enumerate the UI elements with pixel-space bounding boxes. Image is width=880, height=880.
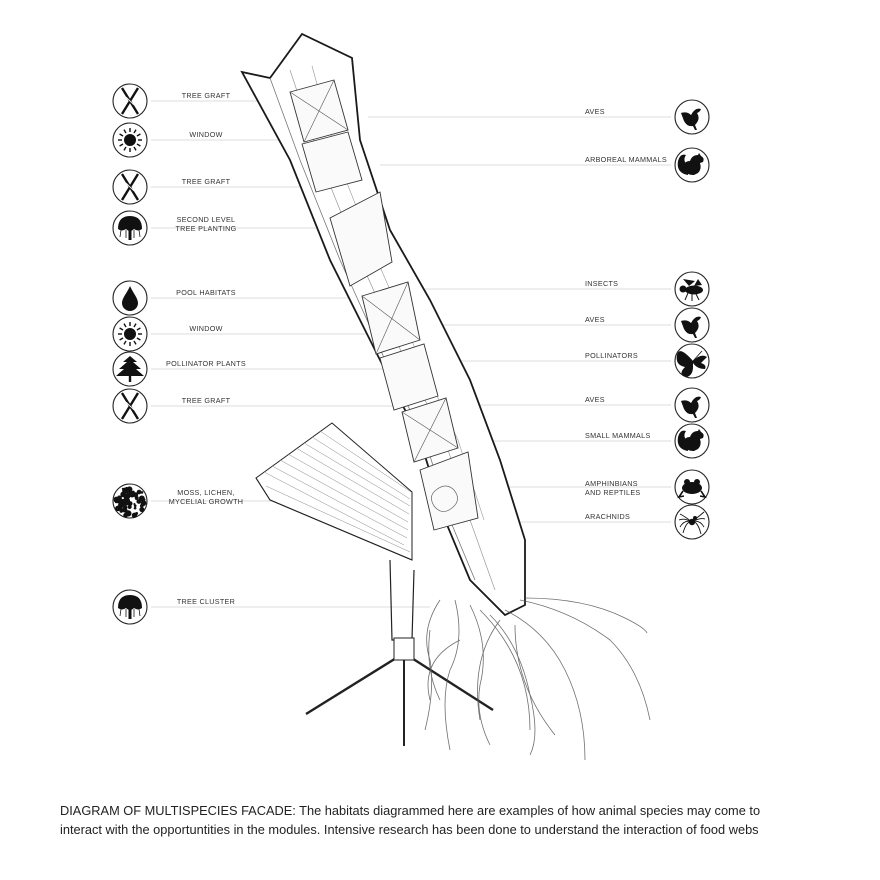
label-text-line2: AND REPTILES [585, 488, 641, 497]
right-label-3: AVES [585, 315, 605, 324]
root-system [425, 598, 650, 760]
left-label-3: SECOND LEVELTREE PLANTING [156, 215, 256, 233]
left-label-4: POOL HABITATS [156, 288, 256, 297]
label-text: ARBOREAL MAMMALS [585, 155, 667, 164]
label-text: ARACHNIDS [585, 512, 630, 521]
support-tripod [306, 560, 493, 746]
left-label-7: TREE GRAFT [156, 396, 256, 405]
label-text: WINDOW [189, 130, 222, 139]
left-label-5: WINDOW [156, 324, 256, 333]
right-label-1: ARBOREAL MAMMALS [585, 155, 667, 164]
right-label-5: AVES [585, 395, 605, 404]
right-label-7: AMPHINBIANSAND REPTILES [585, 479, 641, 497]
left-label-8: MOSS, LICHEN,MYCELIAL GROWTH [156, 488, 256, 506]
label-text: AMPHINBIANS [585, 479, 638, 488]
left-label-6: POLLINATOR PLANTS [156, 359, 256, 368]
label-text: MOSS, LICHEN, [177, 488, 234, 497]
label-text: AVES [585, 107, 605, 116]
label-text: AVES [585, 395, 605, 404]
label-text: AVES [585, 315, 605, 324]
label-text: POLLINATOR PLANTS [166, 359, 246, 368]
caption-line-2: interact with the opportuntities in the … [60, 820, 850, 839]
figure-caption: DIAGRAM OF MULTISPECIES FACADE: The habi… [60, 801, 850, 839]
right-label-0: AVES [585, 107, 605, 116]
right-label-2: INSECTS [585, 279, 618, 288]
right-label-6: SMALL MAMMALS [585, 431, 651, 440]
label-text-line2: TREE PLANTING [156, 224, 256, 233]
label-text: INSECTS [585, 279, 618, 288]
label-text: TREE GRAFT [182, 177, 231, 186]
label-text: TREE GRAFT [182, 396, 231, 405]
label-text: SMALL MAMMALS [585, 431, 651, 440]
label-text: TREE CLUSTER [177, 597, 235, 606]
left-label-1: WINDOW [156, 130, 256, 139]
label-text: POOL HABITATS [176, 288, 236, 297]
left-label-9: TREE CLUSTER [156, 597, 256, 606]
label-text: WINDOW [189, 324, 222, 333]
label-text: SECOND LEVEL [177, 215, 236, 224]
right-label-4: POLLINATORS [585, 351, 638, 360]
deck-platform [256, 423, 412, 560]
left-label-2: TREE GRAFT [156, 177, 256, 186]
left-label-0: TREE GRAFT [156, 91, 256, 100]
right-label-8: ARACHNIDS [585, 512, 630, 521]
caption-line-1: DIAGRAM OF MULTISPECIES FACADE: The habi… [60, 801, 850, 820]
label-text-line2: MYCELIAL GROWTH [156, 497, 256, 506]
label-text: TREE GRAFT [182, 91, 231, 100]
label-text: POLLINATORS [585, 351, 638, 360]
